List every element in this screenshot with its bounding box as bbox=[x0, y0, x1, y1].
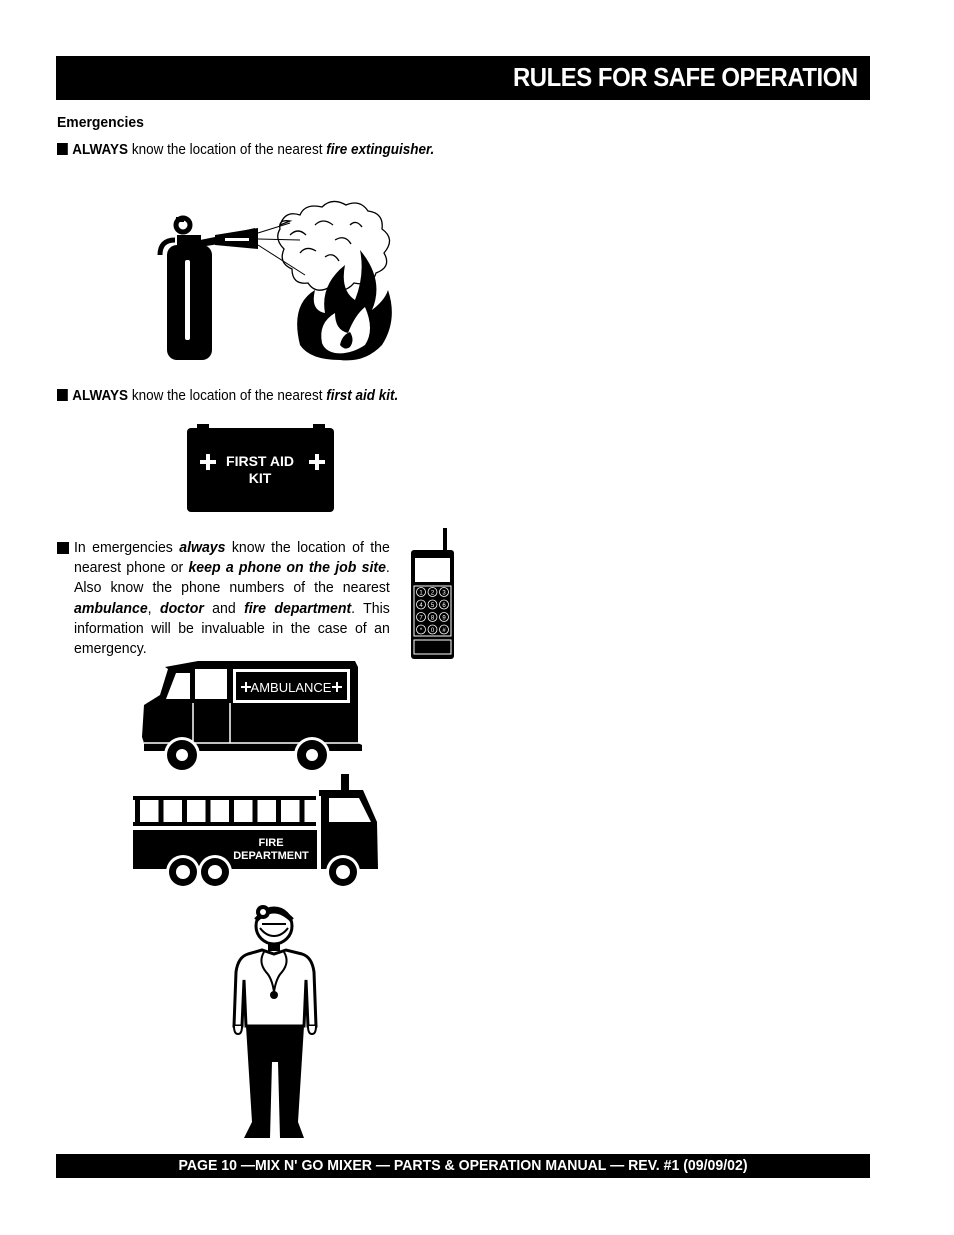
ambulance-illustration: AMBULANCE bbox=[142, 661, 362, 773]
ladder-rung bbox=[205, 796, 211, 826]
phone-key-label: * bbox=[420, 628, 423, 634]
ladder-rung bbox=[182, 796, 187, 826]
phone-key bbox=[427, 599, 438, 610]
keypad: 1 2 3 4 5 6 7 8 9 * 0 # bbox=[416, 587, 449, 635]
phone-key-label: 7 bbox=[419, 615, 423, 621]
paragraph-text: In emergencies always know the location … bbox=[74, 539, 390, 658]
header-bar: RULES FOR SAFE OPERATION bbox=[56, 56, 870, 100]
phone-key-label: 1 bbox=[419, 590, 423, 596]
phone-key-label: 5 bbox=[431, 603, 435, 609]
bullet-lead: ALWAYS bbox=[72, 387, 129, 404]
bullet-emergency-phone: In emergencies always know the location … bbox=[57, 538, 393, 659]
bullet-text: know the location of the nearest bbox=[128, 387, 327, 404]
phone-key bbox=[427, 624, 438, 635]
phone-key bbox=[439, 587, 449, 597]
plus-icon bbox=[200, 454, 216, 470]
fire-truck-label-department: DEPARTMENT bbox=[233, 850, 309, 862]
phone-key bbox=[439, 624, 449, 635]
section-heading: Emergencies bbox=[57, 114, 144, 131]
wheel-icon bbox=[164, 737, 200, 773]
bullet-lead: ALWAYS bbox=[72, 141, 129, 158]
phone-key bbox=[416, 599, 426, 610]
page-title: RULES FOR SAFE OPERATION bbox=[513, 62, 858, 92]
wheel-icon bbox=[326, 855, 360, 889]
phone-key bbox=[439, 599, 449, 610]
footer-text: PAGE 10 —MIX N' GO MIXER — PARTS & OPERA… bbox=[178, 1157, 748, 1174]
ambulance-label: AMBULANCE bbox=[251, 680, 332, 695]
ladder-rung bbox=[229, 796, 234, 826]
phone-key bbox=[416, 612, 426, 622]
wheel-icon bbox=[166, 855, 200, 889]
phone-key bbox=[416, 624, 426, 635]
phone-key bbox=[439, 612, 449, 622]
phone-key-label: 6 bbox=[442, 603, 446, 609]
phone-key-label: 0 bbox=[431, 628, 435, 634]
bullet-fire-extinguisher: ALWAYS know the location of the nearest … bbox=[57, 141, 434, 158]
phone-key-label: 4 bbox=[419, 603, 423, 609]
phone-key-label: 8 bbox=[431, 615, 435, 621]
wheel-icon bbox=[294, 737, 330, 773]
ladder-rung bbox=[276, 796, 281, 826]
footer-bar: PAGE 10 —MIX N' GO MIXER — PARTS & OPERA… bbox=[56, 1154, 870, 1178]
bullet-emphasis: fire extinguisher. bbox=[326, 141, 435, 158]
plus-icon bbox=[241, 682, 251, 692]
bullet-square-icon bbox=[57, 389, 68, 401]
phone-key bbox=[427, 587, 438, 597]
phone-key bbox=[427, 612, 438, 622]
first-aid-kit-illustration: FIRST AID KIT bbox=[187, 424, 334, 512]
phone-key bbox=[416, 587, 426, 597]
ladder-rung bbox=[299, 796, 305, 826]
phone-key-label: # bbox=[442, 628, 446, 634]
bullet-square-icon bbox=[57, 143, 68, 155]
bullet-first-aid: ALWAYS know the location of the nearest … bbox=[57, 387, 398, 404]
mobile-phone-illustration: 1 2 3 4 5 6 7 8 9 * 0 # bbox=[411, 528, 454, 659]
bullet-square-icon bbox=[57, 542, 69, 554]
fire-extinguisher-illustration bbox=[157, 200, 392, 361]
fire-truck-illustration: FIRE DEPARTMENT bbox=[133, 774, 378, 889]
ladder-rung bbox=[158, 796, 164, 826]
phone-key-label: 3 bbox=[442, 590, 446, 596]
first-aid-label: FIRST AID bbox=[226, 453, 294, 469]
phone-key-label: 9 bbox=[442, 615, 446, 621]
first-aid-label-kit: KIT bbox=[249, 470, 272, 486]
ladder-rung bbox=[252, 796, 258, 826]
fire-truck-label: FIRE bbox=[258, 837, 283, 849]
doctor-illustration bbox=[232, 905, 318, 1138]
plus-icon bbox=[332, 682, 342, 692]
ladder-rung bbox=[135, 796, 140, 826]
wheel-icon bbox=[198, 855, 232, 889]
bullet-emphasis: first aid kit. bbox=[326, 387, 399, 404]
plus-icon bbox=[309, 454, 325, 470]
bullet-text: know the location of the nearest bbox=[128, 141, 327, 158]
phone-key-label: 2 bbox=[431, 590, 435, 596]
